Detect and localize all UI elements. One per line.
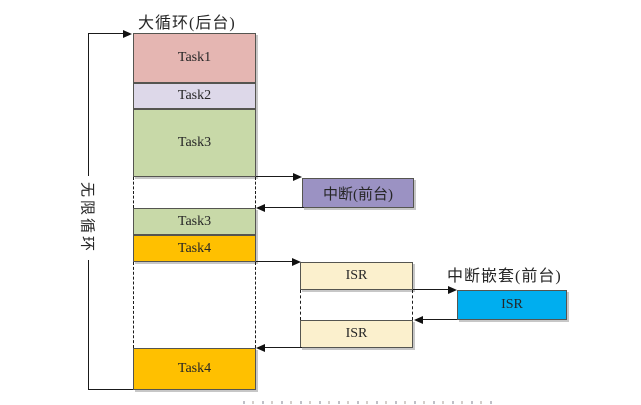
task4-first-block: Task4 [133, 235, 256, 262]
task3-second-block: Task3 [133, 208, 256, 235]
loop-bottom-line [88, 389, 133, 390]
task2-block: Task2 [133, 83, 256, 109]
from-isr2-line [258, 347, 302, 348]
loop-arrowhead-icon [123, 29, 132, 38]
nested-interrupt-title: 中断嵌套(前台) [447, 268, 562, 285]
from-interrupt-line [258, 207, 304, 208]
loop-top-line [88, 33, 125, 34]
isr-gap-left-dashed-line [300, 290, 301, 320]
isr-nested-block: ISR [457, 290, 567, 320]
isr-label: ISR [345, 268, 368, 283]
isr-second-block: ISR [300, 320, 413, 348]
from-nested-isr-line [417, 319, 457, 320]
infinite-loop-label: 无限循环 [76, 175, 100, 261]
cutoff-caption-fragment [243, 401, 493, 404]
isr-label: ISR [501, 297, 523, 312]
to-interrupt-line [256, 176, 296, 177]
task4-bottom-block: Task4 [133, 348, 256, 390]
interrupt-block: 中断(前台) [302, 178, 414, 208]
task2-label: Task2 [177, 88, 212, 103]
to-interrupt-arrowhead-icon [293, 172, 302, 181]
isr-gap-right-dashed-line [412, 290, 413, 320]
gap2-right-dashed-line [255, 262, 256, 348]
gap1-right-dashed-line [255, 177, 256, 208]
task3-label: Task3 [177, 135, 212, 150]
isr-label: ISR [345, 326, 368, 341]
gap1-left-dashed-line [133, 177, 134, 208]
isr-first-block: ISR [300, 262, 413, 290]
to-isr1-arrowhead-icon [292, 257, 301, 266]
task3-first-block: Task3 [133, 109, 256, 177]
from-isr2-arrowhead-icon [256, 343, 265, 352]
background-loop-title: 大循环(后台) [138, 15, 236, 32]
to-nested-isr-arrowhead-icon [448, 285, 457, 294]
task1-label: Task1 [177, 50, 212, 65]
to-nested-isr-line [413, 289, 451, 290]
interrupt-label: 中断(前台) [323, 186, 393, 203]
task1-block: Task1 [133, 33, 256, 83]
task4-label: Task4 [177, 240, 212, 256]
to-isr1-line [256, 261, 296, 262]
task3-label: Task3 [177, 213, 212, 229]
task4-label: Task4 [177, 361, 212, 376]
from-nested-isr-arrowhead-icon [414, 315, 423, 324]
from-interrupt-arrowhead-icon [256, 203, 265, 212]
gap2-left-dashed-line [133, 262, 134, 348]
